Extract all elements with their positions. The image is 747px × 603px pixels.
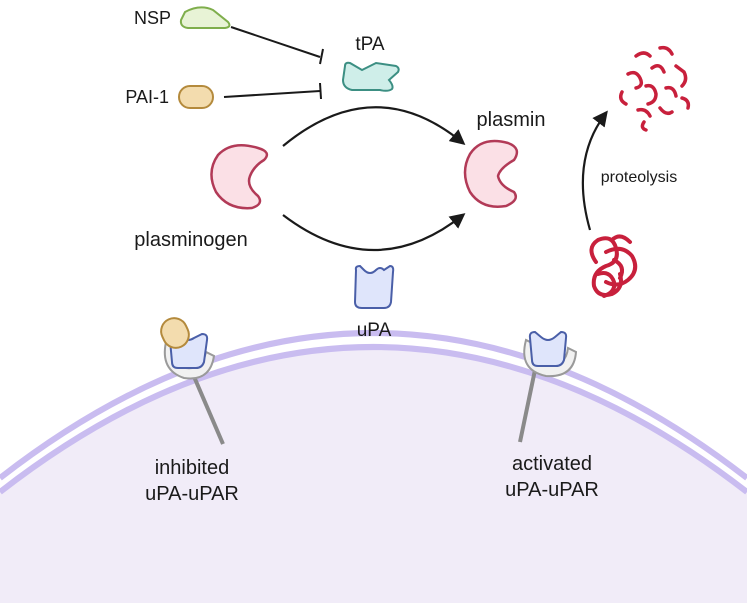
activated-receptor-stalk bbox=[518, 369, 537, 443]
nsp-label: NSP bbox=[134, 8, 171, 28]
tpa-label: tPA bbox=[355, 34, 385, 55]
upa-label: uPA bbox=[357, 320, 392, 341]
nsp-inhibition-bar bbox=[319, 48, 324, 65]
plasmin-label: plasmin bbox=[477, 109, 546, 131]
pai1-label: PAI-1 bbox=[125, 87, 169, 107]
nsp-inhibitor: NSP bbox=[134, 6, 231, 29]
inhibited-label-line1: inhibited bbox=[155, 457, 230, 479]
plasmin-shape bbox=[463, 139, 519, 208]
nsp-inhibition-line bbox=[230, 26, 321, 58]
plasminogen-shape bbox=[210, 143, 269, 210]
pai1-inhibitor: PAI-1 bbox=[125, 85, 214, 109]
inhibited-pai1-shape bbox=[160, 317, 190, 349]
tpa-shape bbox=[341, 61, 400, 92]
plasmin: plasmin bbox=[463, 109, 546, 208]
intact-protein bbox=[589, 234, 638, 298]
membrane-outer-line bbox=[0, 330, 747, 481]
inhibited-label-line2: uPA-uPAR bbox=[145, 483, 239, 505]
inhibited-receptor-stalk bbox=[190, 371, 225, 445]
tpa-activation-arrow bbox=[282, 106, 466, 147]
plasminogen-label: plasminogen bbox=[134, 229, 247, 251]
conversion-arrows bbox=[282, 106, 466, 251]
membrane-inner-line bbox=[0, 344, 747, 495]
pai1-inhibition-line bbox=[223, 90, 321, 98]
activated-upa-shape bbox=[528, 330, 568, 367]
cell-body bbox=[0, 345, 747, 603]
cell-membrane bbox=[0, 330, 747, 603]
upa-enzyme: uPA bbox=[353, 264, 395, 341]
activated-receptor: activated uPA-uPAR bbox=[505, 330, 599, 501]
proteolysis: proteolysis bbox=[581, 45, 691, 298]
activated-label-line2: uPA-uPAR bbox=[505, 479, 599, 501]
inhibition-lines bbox=[223, 26, 324, 100]
upa-activation-arrow bbox=[282, 213, 466, 251]
pai1-inhibition-bar bbox=[319, 82, 322, 100]
upa-shape bbox=[353, 264, 395, 309]
pai1-shape bbox=[178, 85, 214, 109]
inhibited-receptor: inhibited uPA-uPAR bbox=[145, 317, 239, 505]
plasminogen: plasminogen bbox=[134, 143, 269, 251]
activated-label-line1: activated bbox=[512, 453, 592, 475]
tpa-enzyme: tPA bbox=[341, 34, 400, 92]
protein-fragments bbox=[618, 45, 691, 132]
proteolysis-label: proteolysis bbox=[601, 169, 677, 186]
nsp-shape bbox=[179, 6, 231, 29]
proteolysis-arrow bbox=[581, 110, 608, 231]
